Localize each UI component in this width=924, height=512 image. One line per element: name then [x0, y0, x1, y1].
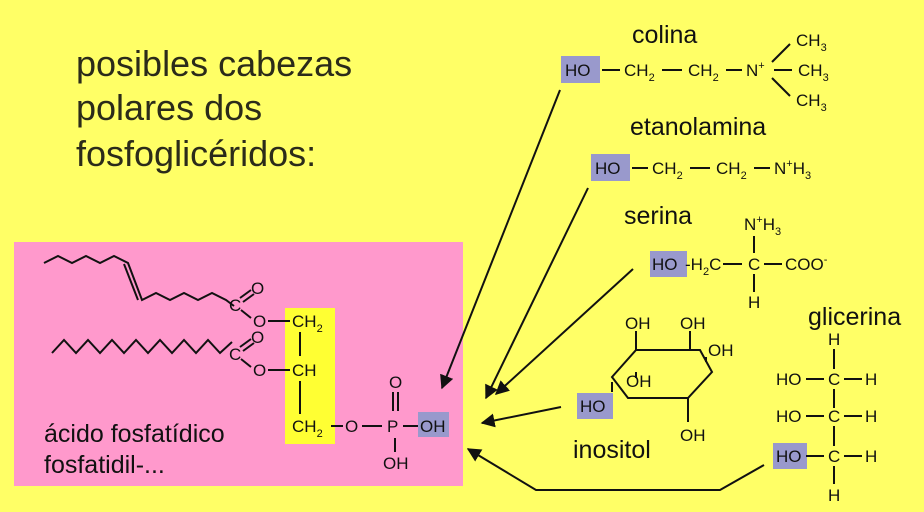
title-line-3: fosfoglicéridos:	[76, 133, 316, 174]
colina-nitrogen: N+	[746, 60, 765, 80]
inositol-ho-highlight	[577, 393, 613, 419]
glicerina-h-bottom: H	[828, 486, 840, 505]
glicerina-h-1: H	[865, 370, 877, 389]
inositol-oh-3: OH	[708, 341, 734, 360]
double-bond-line	[123, 263, 139, 301]
colina-ch3-mid: CH3	[798, 61, 829, 84]
inositol-oh-4: OH	[626, 372, 652, 391]
serina-nh3: N+H3	[744, 214, 781, 238]
serina-h-bottom: H	[748, 293, 760, 312]
arrows	[440, 89, 765, 491]
inositol-ho: HO	[580, 397, 606, 416]
head-colina: colina HO CH2 CH2 N+ CH3 CH3 CH3	[561, 21, 829, 114]
head-etanolamina: etanolamina HO CH2 CH2 N+H3	[591, 113, 811, 182]
serina-ho: HO	[652, 255, 678, 274]
etanolamina-ch2-b: CH2	[716, 159, 747, 182]
etanolamina-ho: HO	[595, 159, 621, 178]
serina-name: serina	[624, 202, 692, 230]
glicerina-ho-highlight	[773, 443, 807, 469]
arrow-inositol	[480, 406, 562, 428]
glicerina-c-3: C	[828, 447, 840, 466]
phosphate-oh-highlight	[418, 412, 449, 437]
serina-ho-highlight	[650, 251, 687, 277]
colina-ch3-bottom: CH3	[796, 91, 827, 114]
glicerina-ho-3: HO	[776, 447, 802, 466]
head-serina: serina N+H3 HO -H2C C COO- H	[624, 202, 828, 312]
glycerol-highlight	[285, 308, 335, 444]
inositol-oh-1: OH	[625, 314, 651, 333]
colina-bond-ch3-bottom	[771, 77, 791, 97]
ester-1-single-bond	[240, 309, 252, 319]
lipid-label-line-1: ácido fosfatídico	[44, 420, 225, 448]
ester-2-carbonyl-oxygen: O	[251, 328, 264, 347]
colina-ho: HO	[565, 61, 591, 80]
serina-alpha-carbon: C	[748, 255, 760, 274]
colina-name: colina	[632, 21, 697, 49]
glicerina-h-3: H	[865, 447, 877, 466]
fatty-acid-chain-1	[43, 254, 235, 307]
title-line-1: posibles cabezas	[76, 43, 352, 84]
title: posibles cabezas polares dos fosfoglicér…	[76, 43, 352, 174]
glicerina-name: glicerina	[808, 303, 901, 331]
ester-1-carbonyl-bond	[239, 289, 252, 299]
head-inositol: OH OH OH OH HO OH inositol	[573, 314, 734, 464]
arrow-serina	[494, 268, 634, 395]
arrow-glicerina	[466, 448, 765, 491]
glicerina-h-top: H	[828, 330, 840, 349]
phosphatidic-acid-panel: C O O C O O CH2 CH CH2 O O P OH OH	[14, 242, 463, 486]
glicerina-ho-2: HO	[776, 407, 802, 426]
phosphate-oh: OH	[420, 417, 446, 436]
ester-1-carbonyl-bond-2	[242, 293, 255, 303]
phosphate-top-oxygen: O	[389, 373, 402, 392]
inositol-oh-2: OH	[680, 314, 706, 333]
head-glicerina: glicerina H HO C H HO C H HO C H H	[773, 303, 901, 505]
ester-2-carbonyl-bond-2	[242, 342, 255, 352]
etanolamina-ho-highlight	[591, 154, 630, 181]
ester-2-single-bond	[240, 358, 252, 368]
fatty-acid-chain-2	[51, 338, 233, 355]
title-line-2: polares dos	[76, 87, 262, 128]
glycerol-ch2-top: CH2	[292, 312, 323, 335]
ester-1-carbonyl-oxygen: O	[251, 279, 264, 298]
phosphate-bottom-oh: OH	[383, 454, 409, 473]
phosphorus: P	[387, 417, 398, 436]
ester-1-carbon: C	[229, 296, 241, 315]
glycerol-ch: CH	[292, 361, 317, 380]
glicerina-h-2: H	[865, 407, 877, 426]
colina-ch2-a: CH2	[624, 61, 655, 84]
etanolamina-ch2-a: CH2	[652, 159, 683, 182]
ester-2-carbonyl-bond	[239, 338, 252, 348]
lipid-label-line-2: fosfatidil-...	[44, 451, 165, 479]
ester-1-oxygen: O	[253, 312, 266, 331]
colina-bond-ch3-top	[771, 43, 791, 63]
colina-ch3-top: CH3	[796, 31, 827, 54]
glicerina-ho-1: HO	[776, 370, 802, 389]
serina-h2c: -H2C	[685, 255, 721, 278]
colina-ho-highlight	[561, 56, 600, 83]
lipid-box	[14, 242, 463, 486]
glicerina-c-1: C	[828, 370, 840, 389]
colina-ch2-b: CH2	[688, 61, 719, 84]
glycerol-ch2-bottom: CH2	[292, 417, 323, 440]
arrow-colina	[440, 89, 561, 390]
phosphate-link-oxygen: O	[345, 417, 358, 436]
arrow-etanolamina	[485, 187, 589, 400]
inositol-oh-6: OH	[680, 426, 706, 445]
inositol-name: inositol	[573, 436, 651, 464]
glicerina-c-2: C	[828, 407, 840, 426]
etanolamina-nh3: N+H3	[774, 158, 811, 182]
etanolamina-name: etanolamina	[630, 113, 766, 141]
serina-coo: COO-	[785, 254, 828, 274]
ester-2-oxygen: O	[253, 361, 266, 380]
ester-2-carbon: C	[229, 345, 241, 364]
